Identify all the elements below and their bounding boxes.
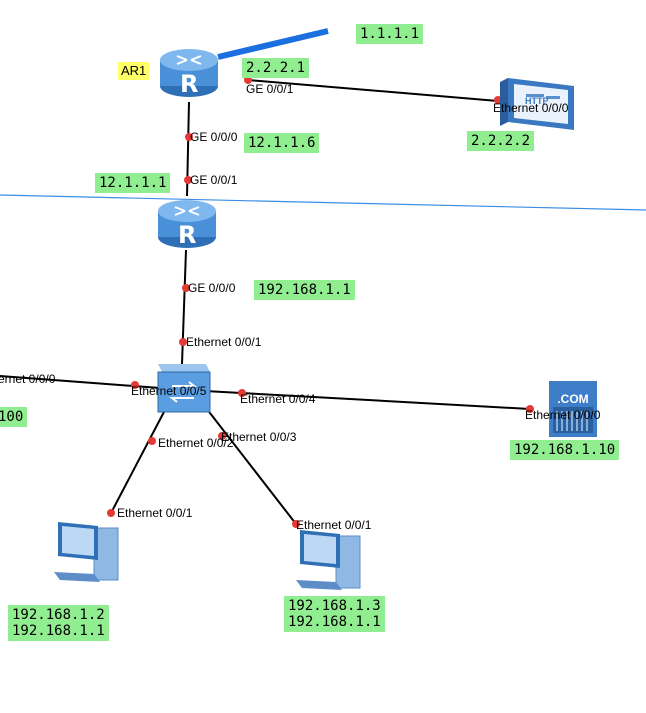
pc2-ip: 192.168.1.3 xyxy=(288,598,381,614)
network-divider-line xyxy=(0,194,646,211)
ip-label-ar2-g000: 192.168.1.1 xyxy=(254,280,355,300)
router-ar1[interactable] xyxy=(160,49,218,97)
dns-server-com-text: .COM xyxy=(557,392,588,406)
device-name-ar1: AR1 xyxy=(118,62,150,80)
pc1-gateway: 192.168.1.1 xyxy=(12,623,105,639)
port-ar1-g000: GE 0/0/0 xyxy=(190,130,238,144)
port-sw-e005: Ethernet 0/0/5 xyxy=(131,384,207,398)
loopback-link xyxy=(217,28,329,60)
router-ar2[interactable] xyxy=(158,200,216,248)
port-sw-e002: Ethernet 0/0/2 xyxy=(158,436,234,450)
switch-lsw[interactable] xyxy=(157,364,211,413)
port-ar2-g000: GE 0/0/0 xyxy=(188,281,236,295)
ip-label-pc1: 192.168.1.2 192.168.1.1 xyxy=(8,605,109,641)
ip-label-ar1-g001: 2.2.2.1 xyxy=(242,58,310,78)
pc1[interactable] xyxy=(54,522,119,582)
port-sw-e003: Ethernet 0/0/3 xyxy=(221,430,297,444)
link-switch-pc1 xyxy=(110,409,166,514)
ip-label-left-host: 100 xyxy=(0,407,28,427)
ip-label-pc2: 192.168.1.3 192.168.1.1 xyxy=(284,596,385,632)
router-ar2-letter: R xyxy=(178,221,197,249)
ip-label-ar1-g000: 12.1.1.6 xyxy=(244,133,320,153)
dns-server[interactable]: .COM xyxy=(549,381,597,437)
port-http-e000: Ethernet 0/0/0 xyxy=(493,101,569,115)
ip-label-dns-server: 192.168.1.10 xyxy=(510,440,620,460)
router-arrows-icon xyxy=(176,55,202,65)
port-ar2-g001: GE 0/0/1 xyxy=(190,173,238,187)
port-dns-e000: Ethernet 0/0/0 xyxy=(525,408,601,422)
port-sw-e001: Ethernet 0/0/1 xyxy=(186,335,262,349)
http-server-text: HTTP xyxy=(525,96,549,106)
port-pc1-e001: Ethernet 0/0/1 xyxy=(117,506,193,520)
link-switch-dns xyxy=(204,390,531,410)
link-ar1-http xyxy=(247,79,499,102)
pc1-ip: 192.168.1.2 xyxy=(12,607,105,623)
ip-label-loopback: 1.1.1.1 xyxy=(356,24,424,44)
link-switch-pc2 xyxy=(202,403,297,525)
pc2-gateway: 192.168.1.1 xyxy=(288,614,381,630)
pc2[interactable] xyxy=(296,530,361,590)
router-arrows-icon xyxy=(174,206,200,216)
port-ar1-g001: GE 0/0/1 xyxy=(246,82,294,96)
port-dots xyxy=(107,76,534,528)
port-left-e000: ernet 0/0/0 xyxy=(0,372,56,386)
port-sw-e004: Ethernet 0/0/4 xyxy=(240,392,316,406)
http-server[interactable] xyxy=(500,78,574,130)
ip-label-ar2-g001: 12.1.1.1 xyxy=(95,173,171,193)
port-pc2-e001: Ethernet 0/0/1 xyxy=(296,518,372,532)
router-ar1-letter: R xyxy=(180,70,199,98)
ip-label-http-server: 2.2.2.2 xyxy=(467,131,535,151)
